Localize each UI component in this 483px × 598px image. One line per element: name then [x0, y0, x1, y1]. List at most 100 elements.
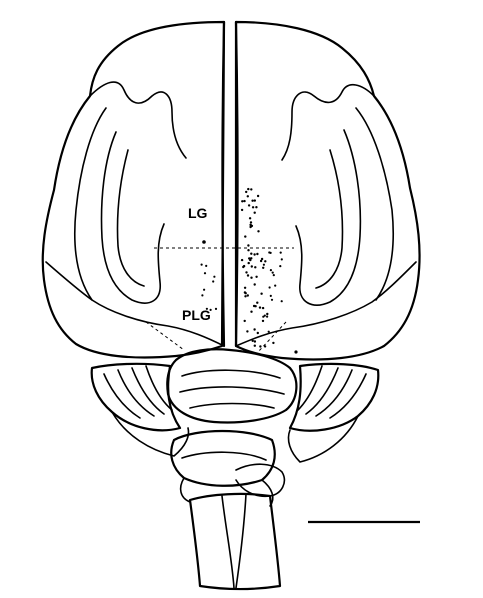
stipple-dot [253, 328, 256, 331]
stipple-dot [250, 265, 253, 268]
stipple-dot [270, 298, 274, 301]
stipple-dot [205, 264, 208, 267]
stipple-dot [258, 306, 262, 309]
left-inner-gyrus [116, 149, 145, 287]
right-diagonal-boundary [257, 321, 287, 353]
stipple-dot [247, 261, 250, 265]
stipple-dot [279, 265, 282, 268]
stipple-dot [294, 350, 298, 354]
stipple-dot [255, 206, 258, 209]
left-gyrus-fold [100, 131, 165, 304]
stipple-dot [249, 223, 252, 226]
left-diagonal-boundary [145, 321, 185, 351]
left-midline [221, 20, 226, 348]
left-nerve [179, 477, 191, 503]
stipple-dot [213, 275, 216, 278]
stipple-dot [243, 286, 247, 289]
stipple-dot [253, 344, 256, 347]
stipple-dot [240, 208, 244, 212]
stipple-dot [253, 211, 256, 214]
right-folia-2 [315, 369, 353, 417]
stipple-dot [245, 190, 248, 194]
stipple-dot [250, 252, 253, 255]
stipple-dot [260, 257, 264, 261]
stipple-dots [200, 187, 298, 354]
stipple-dot [272, 341, 275, 345]
stipple-dot [242, 264, 246, 268]
stipple-dot [259, 259, 263, 263]
stipple-dot [269, 251, 272, 254]
pons-fold [181, 451, 267, 461]
stipple-dot [255, 275, 258, 278]
left-hemisphere-outline [41, 20, 226, 359]
stipple-dot [271, 271, 274, 274]
stipple-dot [257, 230, 260, 233]
stipple-dot [264, 260, 267, 263]
stipple-dot [279, 251, 282, 254]
left-folia-2 [117, 369, 155, 417]
stipple-dot [244, 235, 247, 238]
stipple-dot [272, 274, 275, 277]
stipple-dot [253, 340, 257, 343]
spinal-cord-line-2 [235, 493, 247, 589]
stipple-dot [263, 345, 267, 348]
stipple-dot [249, 221, 253, 224]
stipple-dot [247, 249, 250, 252]
stipple-dot [256, 252, 259, 256]
stipple-dot [263, 314, 266, 317]
stipple-dot [203, 288, 206, 291]
stipple-dot [203, 272, 207, 275]
stipple-dot [243, 291, 247, 294]
stipple-dot [250, 310, 253, 313]
spinal-cord [188, 492, 282, 591]
stipple-dot [201, 294, 204, 297]
stipple-dot [246, 195, 249, 198]
stipple-dot [266, 312, 269, 316]
stipple-dot [202, 240, 206, 244]
right-folia-4 [297, 365, 323, 411]
stipple-dot [254, 266, 257, 269]
left-cerebellum-outline [90, 362, 182, 432]
stipple-dot [262, 263, 265, 266]
stipple-dot [246, 274, 250, 277]
midbrain-fold-2 [179, 386, 285, 395]
right-folia-1 [329, 373, 367, 419]
label-lg: LG [188, 205, 208, 221]
stipple-dot [280, 300, 283, 303]
stipple-dot [250, 188, 253, 191]
stipple-dot [253, 283, 256, 286]
label-plg: PLG [182, 307, 211, 323]
stipple-dot [250, 257, 253, 260]
right-lower-wing [287, 415, 359, 463]
stipple-dot [243, 319, 246, 323]
stipple-dot [261, 319, 265, 323]
left-folia-4 [145, 365, 173, 411]
midbrain-lobe [166, 348, 298, 424]
stipple-dot [261, 306, 265, 310]
right-midline [234, 20, 239, 348]
spinal-cord-line-1 [221, 495, 235, 589]
right-sulcus-upper [281, 84, 375, 161]
stipple-dot [248, 217, 252, 220]
stipple-dot [247, 244, 250, 247]
stipple-dot [245, 271, 248, 274]
stipple-dot [280, 258, 283, 261]
stipple-dot [253, 253, 256, 256]
stipple-dot [243, 199, 246, 203]
right-folia-3 [305, 367, 339, 415]
left-occipital-curve [45, 261, 225, 347]
right-lateral-sulcus [355, 107, 395, 301]
stipple-dot [212, 280, 215, 283]
stipple-dot [251, 199, 254, 202]
right-nerve-bundle [235, 463, 286, 498]
left-sulcus-upper [89, 81, 187, 159]
stipple-dot [256, 331, 259, 335]
stipple-dot [241, 200, 244, 203]
stipple-dot [251, 206, 255, 209]
stipple-dot [247, 187, 250, 191]
right-hemisphere-outline [234, 20, 421, 361]
right-cerebellum-outline [288, 362, 380, 432]
stipple-dot [254, 305, 257, 308]
stipple-dot [247, 204, 251, 207]
